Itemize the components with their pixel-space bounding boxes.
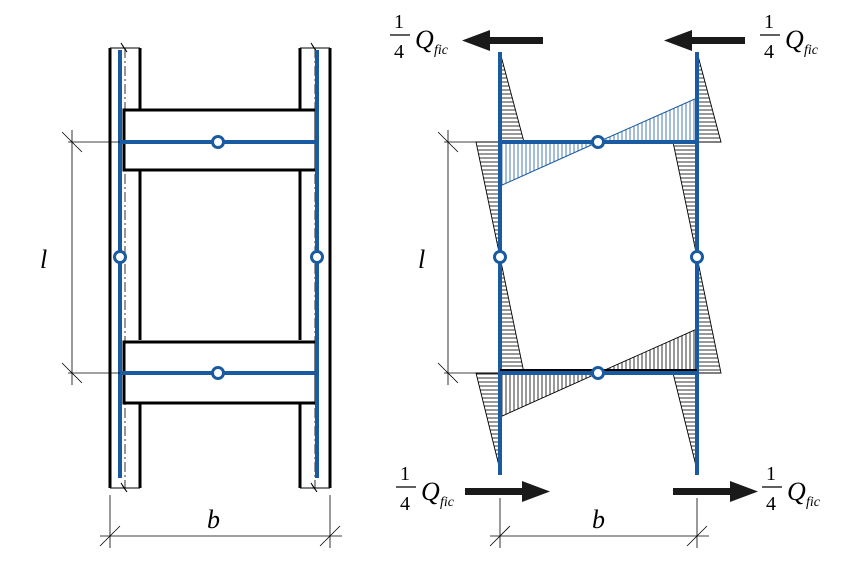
q-subscript: fic: [806, 495, 821, 510]
left-axes: [118, 50, 319, 478]
q-symbol: Q: [787, 477, 806, 506]
q-symbol: Q: [415, 25, 434, 54]
arrow-top-right: [664, 30, 745, 51]
q-subscript: fic: [440, 495, 455, 510]
force-label-top-right: 1 4 Q fic: [760, 11, 819, 63]
fraction-denominator: 4: [394, 41, 404, 63]
q-subscript: fic: [804, 43, 819, 58]
arrow-top-left: [462, 30, 543, 51]
fraction-numerator: 1: [766, 463, 776, 485]
arrow-bottom-right: [673, 481, 758, 502]
right-dimension-l: [437, 130, 490, 385]
force-label-bottom-right: 1 4 Q fic: [762, 463, 821, 515]
force-arrows: [462, 30, 758, 502]
fraction-numerator: 1: [394, 11, 404, 33]
fraction-numerator: 1: [400, 463, 410, 485]
right-hinges: [493, 135, 704, 380]
right-dimension-b: [489, 498, 709, 548]
left-figure: l b: [40, 42, 342, 548]
left-width-label: b: [207, 505, 220, 534]
fraction-denominator: 4: [400, 493, 410, 515]
left-dimension-b: [99, 495, 342, 548]
fraction-denominator: 4: [766, 493, 776, 515]
force-label-bottom-left: 1 4 Q fic: [396, 463, 455, 515]
force-label-top-left: 1 4 Q fic: [390, 11, 449, 63]
left-length-label: l: [40, 245, 47, 274]
q-subscript: fic: [434, 43, 449, 58]
right-width-label: b: [592, 505, 605, 534]
q-symbol: Q: [785, 25, 804, 54]
arrow-bottom-left: [465, 481, 550, 502]
right-length-label: l: [418, 245, 425, 274]
fraction-denominator: 4: [764, 41, 774, 63]
moment-diagram-right-column: [672, 51, 722, 471]
q-symbol: Q: [421, 477, 440, 506]
fraction-numerator: 1: [764, 11, 774, 33]
left-dimension-l: [61, 130, 120, 385]
left-hinges: [113, 135, 324, 380]
right-figure: l b: [390, 11, 821, 548]
